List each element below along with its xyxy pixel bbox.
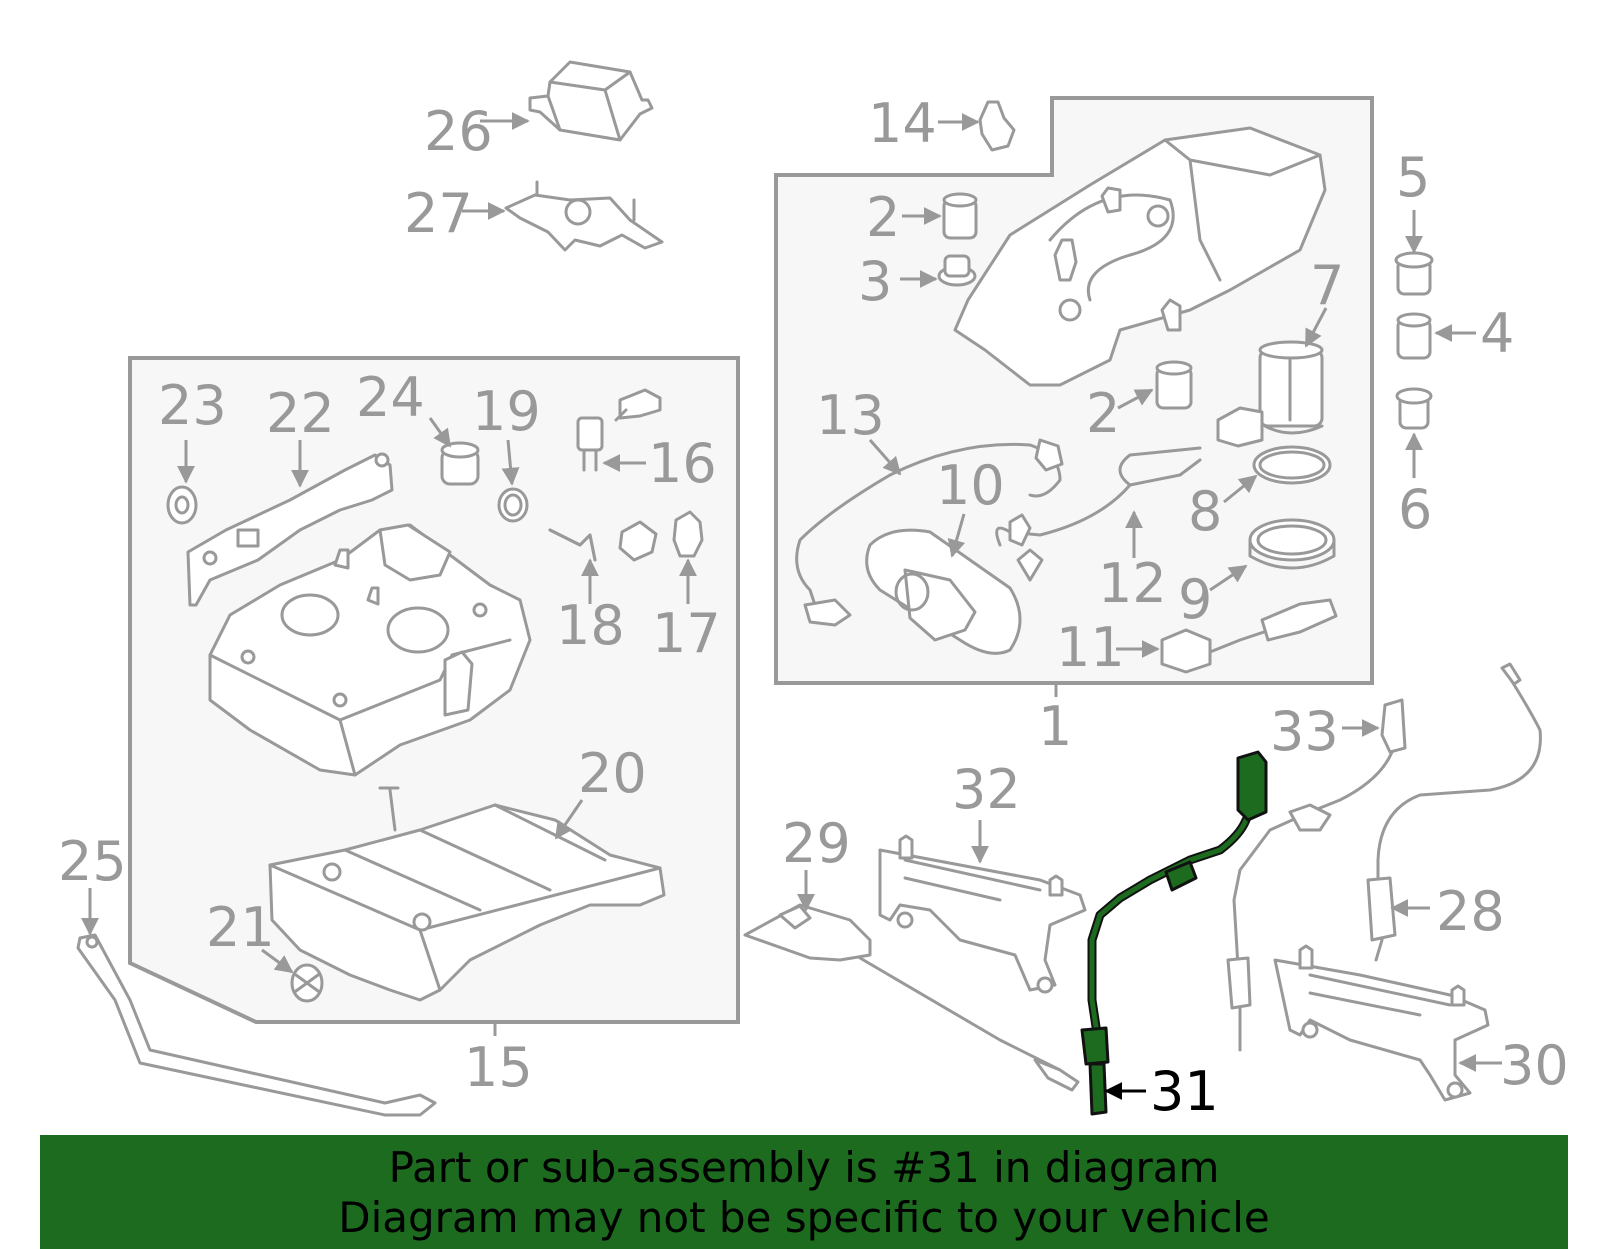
part-25-strap bbox=[76, 933, 437, 1117]
callout-4: 4 bbox=[1480, 302, 1514, 365]
part-31-sensor-highlighted bbox=[1080, 750, 1268, 1116]
part-12-harness bbox=[995, 446, 1202, 582]
callout-18: 18 bbox=[556, 594, 625, 657]
part-8-o-ring bbox=[1252, 445, 1332, 485]
arrow-24 bbox=[428, 417, 452, 448]
part-16-valve bbox=[576, 388, 662, 472]
part-6-grommet bbox=[1395, 387, 1433, 430]
callout-20: 20 bbox=[578, 742, 647, 805]
part-10-pump bbox=[865, 528, 1022, 655]
callout-11: 11 bbox=[1056, 616, 1125, 679]
callout-12: 12 bbox=[1098, 552, 1167, 615]
callout-1: 1 bbox=[1038, 695, 1072, 758]
part-30-bracket bbox=[1273, 944, 1490, 1102]
callout-24: 24 bbox=[356, 366, 425, 429]
banner-line-1: Part or sub-assembly is #31 in diagram bbox=[388, 1143, 1220, 1192]
part-26-module bbox=[528, 60, 654, 142]
callout-25: 25 bbox=[58, 830, 127, 893]
callout-9: 9 bbox=[1178, 568, 1212, 631]
arrow-8 bbox=[1223, 474, 1258, 504]
part-5-grommet bbox=[1394, 251, 1434, 296]
part-28-sensor bbox=[1366, 662, 1542, 962]
callout-13: 13 bbox=[816, 384, 885, 447]
part-2-grommet-lower bbox=[1155, 360, 1193, 410]
callout-19: 19 bbox=[472, 380, 541, 443]
part-19-clamp bbox=[497, 487, 529, 523]
callout-6: 6 bbox=[1398, 478, 1432, 541]
info-banner: Part or sub-assembly is #31 in diagram D… bbox=[40, 1135, 1568, 1249]
callout-32: 32 bbox=[952, 758, 1021, 821]
part-24-grommet bbox=[440, 441, 480, 486]
part-33-sensor bbox=[1226, 698, 1407, 1052]
callout-31-highlighted: 31 bbox=[1150, 1060, 1219, 1123]
arrow-20 bbox=[554, 799, 584, 840]
callout-26: 26 bbox=[424, 100, 493, 163]
callout-30: 30 bbox=[1500, 1034, 1569, 1097]
part-22-bracket bbox=[186, 452, 394, 607]
callout-17: 17 bbox=[652, 602, 721, 665]
part-15-tank bbox=[208, 523, 532, 777]
callout-2b: 2 bbox=[1086, 382, 1120, 445]
arrow-10 bbox=[947, 513, 966, 558]
callout-14: 14 bbox=[868, 92, 937, 155]
part-1-reservoir bbox=[953, 126, 1327, 387]
arrow-2b bbox=[1117, 388, 1154, 410]
arrow-21 bbox=[261, 948, 294, 974]
callout-29: 29 bbox=[782, 812, 851, 875]
part-13-harness bbox=[795, 438, 1064, 627]
callout-7: 7 bbox=[1310, 254, 1344, 317]
arrow-9 bbox=[1209, 564, 1248, 592]
part-32-bracket bbox=[878, 834, 1087, 994]
part-9-lock-ring bbox=[1248, 518, 1336, 570]
part-17-cap bbox=[672, 510, 704, 558]
part-11-connector bbox=[1160, 598, 1338, 674]
callout-16: 16 bbox=[648, 432, 717, 495]
callout-8: 8 bbox=[1188, 480, 1222, 543]
callout-22: 22 bbox=[266, 382, 335, 445]
part-3-seal bbox=[937, 254, 977, 287]
callout-28: 28 bbox=[1436, 880, 1505, 943]
part-18-hose bbox=[548, 520, 658, 562]
callout-15: 15 bbox=[464, 1036, 533, 1099]
callout-23: 23 bbox=[158, 374, 227, 437]
callout-5: 5 bbox=[1396, 146, 1430, 209]
part-14-cap bbox=[978, 100, 1016, 152]
callout-10: 10 bbox=[936, 454, 1005, 517]
callout-27: 27 bbox=[404, 182, 473, 245]
arrow-7 bbox=[1304, 307, 1328, 348]
arrow-19 bbox=[501, 439, 520, 486]
part-27-bracket bbox=[504, 180, 664, 252]
part-23-washer bbox=[166, 485, 198, 525]
callout-33: 33 bbox=[1270, 700, 1339, 763]
part-2-grommet-upper bbox=[942, 192, 978, 240]
part-4-grommet bbox=[1396, 312, 1432, 360]
banner-line-2: Diagram may not be specific to your vehi… bbox=[338, 1193, 1270, 1242]
part-20-skid-plate bbox=[268, 786, 666, 1002]
callout-3: 3 bbox=[858, 250, 892, 313]
callout-21: 21 bbox=[206, 896, 275, 959]
part-21-plug bbox=[290, 963, 324, 1003]
callout-2a: 2 bbox=[866, 186, 900, 249]
arrow-13 bbox=[868, 439, 902, 476]
